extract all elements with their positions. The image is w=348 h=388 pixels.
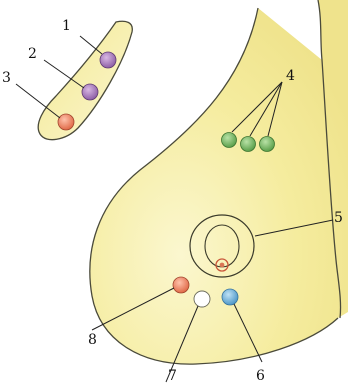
leader-2 (43, 59, 85, 89)
label-8: 8 (88, 332, 97, 348)
leader-7 (165, 305, 199, 383)
granule-salmon-8 (172, 276, 190, 294)
granule-purple-2 (81, 83, 99, 101)
granule-white-7 (193, 290, 211, 308)
granule-green-b (240, 136, 256, 152)
cell-body (89, 0, 348, 365)
label-2: 2 (28, 46, 37, 62)
granule-purple-1 (99, 51, 117, 69)
nucleus-outer (189, 214, 255, 278)
label-3: 3 (2, 70, 11, 86)
leader-4c (267, 81, 283, 137)
granule-green-c (259, 136, 275, 152)
leader-5 (254, 219, 334, 237)
label-7: 7 (168, 368, 177, 384)
label-5: 5 (334, 210, 343, 226)
cell-body-outline-right (317, 0, 342, 319)
leader-4a (231, 81, 283, 133)
label-4: 4 (286, 68, 295, 84)
leader-6 (233, 303, 263, 363)
granule-green-a (221, 132, 237, 148)
leader-3 (15, 83, 61, 119)
cell-body-outline-left (89, 7, 339, 365)
label-6: 6 (256, 368, 265, 384)
leader-8 (91, 287, 175, 331)
granule-salmon-3 (57, 113, 75, 131)
granule-blue-6 (221, 288, 239, 306)
leader-4b (249, 81, 283, 137)
label-1: 1 (62, 18, 71, 34)
nucleolus (215, 258, 229, 272)
nucleolus-core (219, 262, 225, 268)
cell-branch (37, 20, 133, 141)
leader-1 (79, 35, 103, 55)
